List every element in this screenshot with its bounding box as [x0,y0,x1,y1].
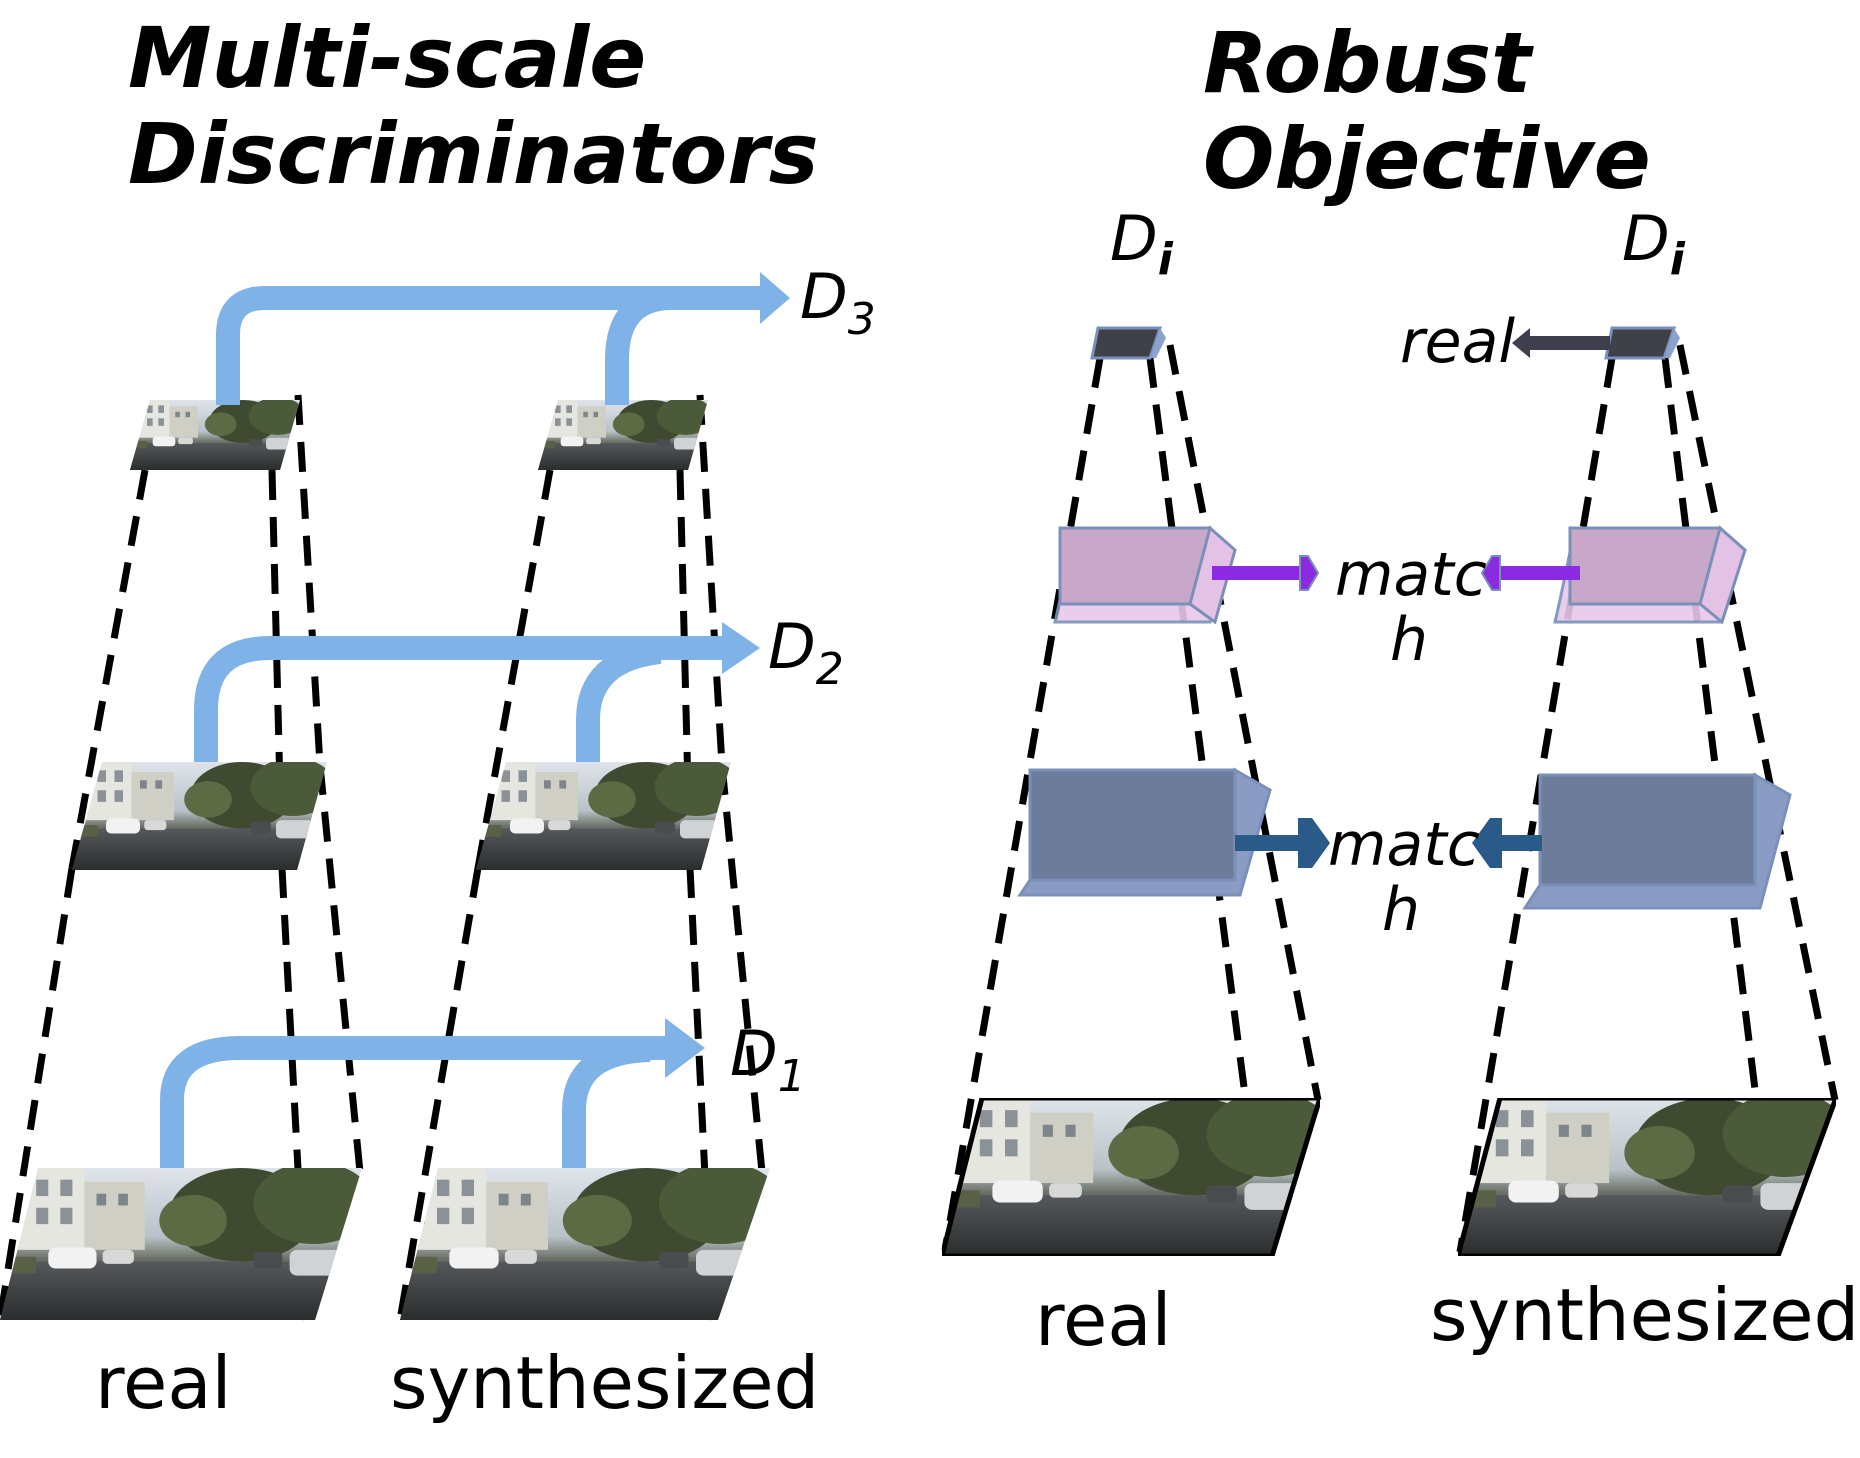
right-synth-image [1458,1098,1836,1256]
real-output-label: real [1400,307,1515,377]
label-d1: D1 [730,1017,806,1102]
synth-pyramid-lines [396,394,766,1321]
match2-arrow-right [1472,818,1542,868]
synth-image-large [400,1168,770,1320]
left-title-line1: Multi-scale [128,9,646,107]
top-feature-left [1090,326,1166,360]
match1-line2: h [1390,605,1428,675]
left-label-synthesized: synthesized [390,1341,819,1425]
real-image-medium [72,762,327,870]
right-title-line1: Robust [1203,14,1534,112]
pink-feature-right [1553,525,1747,625]
right-panel: Robust Objective Di Di [941,14,1859,1362]
arrow-d1 [160,1018,705,1168]
left-title-line2: Discriminators [128,105,819,203]
right-label-synthesized: synthesized [1430,1273,1859,1357]
left-label-real: real [95,1341,231,1425]
match2-arrow-left [1235,818,1330,868]
match1-arrow-left [1212,555,1320,591]
slate-feature-right [1522,772,1792,910]
right-title-line2: Objective [1203,110,1651,208]
real-image-large [0,1168,362,1320]
right-real-image [942,1098,1320,1256]
pink-feature-left [1053,525,1237,625]
match2-line1: matc [1328,810,1480,880]
real-image-small [130,400,300,470]
synth-image-small [538,400,708,470]
label-di-right: Di [1622,202,1686,285]
top-feature-right [1604,326,1680,360]
match2-line2: h [1382,875,1420,945]
label-di-left: Di [1110,202,1174,285]
arrow-d2 [194,622,760,762]
left-panel: Multi-scale Discriminators [0,9,876,1425]
real-output-arrow [1512,328,1610,358]
slate-feature-left [1017,767,1272,897]
right-label-real: real [1035,1278,1171,1362]
synth-image-medium [476,762,731,870]
match1-line1: matc [1335,540,1487,610]
match1-arrow-right [1480,555,1580,591]
label-d3: D3 [800,260,876,345]
label-d2: D2 [768,610,844,695]
arrow-d3 [216,272,790,405]
